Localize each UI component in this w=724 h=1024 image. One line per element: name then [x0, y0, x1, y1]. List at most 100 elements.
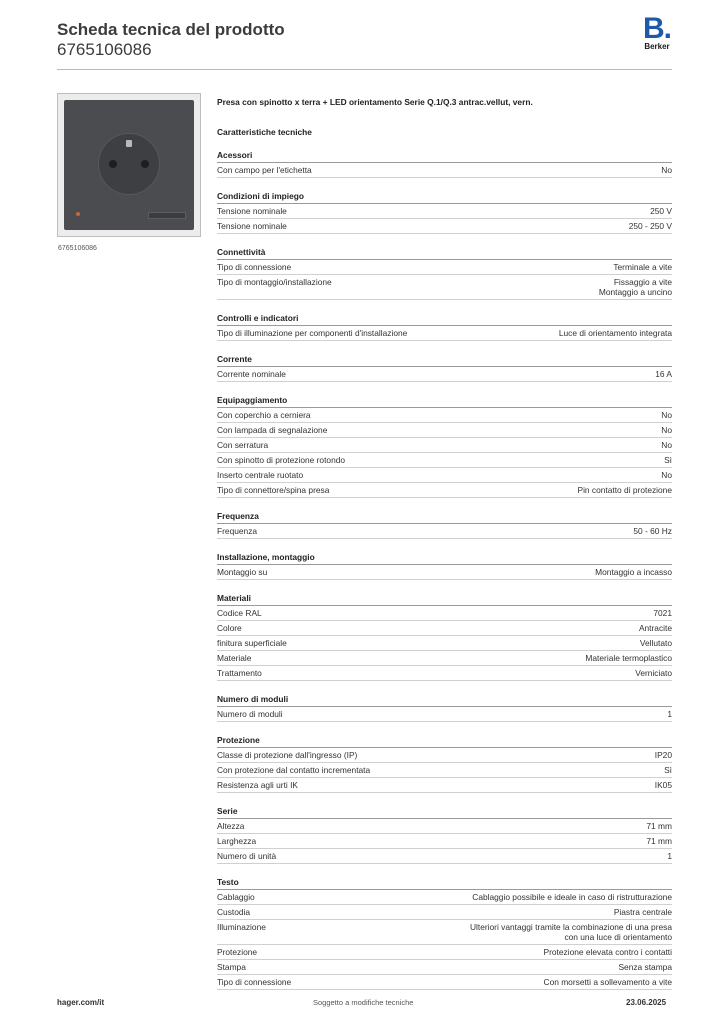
spec-row: Stampa Senza stampa: [217, 960, 672, 975]
spec-value: 250 V: [297, 206, 672, 216]
spec-value: Antracite: [252, 623, 672, 633]
spec-value-line: IP20: [654, 750, 672, 760]
spec-value: IK05: [308, 780, 672, 790]
spec-row: Classe di protezione dall'ingresso (IP) I…: [217, 748, 672, 763]
spec-value: Protezione elevata contro i contatti: [267, 947, 673, 957]
spec-value-line: Piastra centrale: [613, 907, 672, 917]
spec-value-line: 1: [667, 851, 672, 861]
spec-value: 250 - 250 V: [297, 221, 672, 231]
spec-label: Con campo per l'etichetta: [217, 165, 312, 175]
spec-value-line: Terminale a vite: [613, 262, 672, 272]
spec-value: No: [322, 165, 672, 175]
spec-row: Frequenza 50 - 60 Hz: [217, 524, 672, 539]
spec-value: Sì: [380, 765, 672, 775]
berker-logo: B. Berker: [640, 14, 674, 52]
spec-label: finitura superficiale: [217, 638, 287, 648]
spec-value: Luce di orientamento integrata: [417, 328, 672, 338]
spec-heading: Caratteristiche tecniche: [217, 127, 312, 137]
spec-row: Tipo di montaggio/installazione Fissaggio…: [217, 275, 672, 300]
section-title: Equipaggiamento: [217, 395, 672, 408]
section-title: Corrente: [217, 354, 672, 367]
spec-row: Numero di unità 1: [217, 849, 672, 864]
spec-label: Classe di protezione dall'ingresso (IP): [217, 750, 358, 760]
spec-value-line: 71 mm: [646, 836, 672, 846]
spec-label: Numero di unità: [217, 851, 277, 861]
spec-value-line: 250 - 250 V: [628, 221, 672, 231]
header-divider: [57, 69, 672, 70]
spec-value-line: 7021: [653, 608, 672, 618]
spec-value-line: Fissaggio a vite: [613, 277, 672, 287]
spec-row: Con campo per l'etichetta No: [217, 163, 672, 178]
spec-label: Con lampada di segnalazione: [217, 425, 328, 435]
spec-value-line: Materiale termoplastico: [585, 653, 672, 663]
spec-value: Senza stampa: [256, 962, 672, 972]
spec-label: Custodia: [217, 907, 251, 917]
spec-label: Con spinotto di protezione rotondo: [217, 455, 346, 465]
section-title: Frequenza: [217, 511, 672, 524]
spec-row: finitura superficiale Vellutato: [217, 636, 672, 651]
spec-value: No: [321, 410, 672, 420]
spec-row: Custodia Piastra centrale: [217, 905, 672, 920]
spec-label: Tipo di illuminazione per componenti d'i…: [217, 328, 408, 338]
section-title: Connettività: [217, 247, 672, 260]
product-title: Presa con spinotto x terra + LED orienta…: [217, 97, 533, 107]
spec-label: Tensione nominale: [217, 206, 287, 216]
article-number: 6765106086: [57, 40, 152, 59]
spec-value-line: Vellutato: [639, 638, 672, 648]
spec-value-line: 250 V: [650, 206, 672, 216]
socket-cover-plate: [64, 100, 194, 230]
socket-hole-left: [109, 160, 117, 168]
spec-label: Tipo di montaggio/installazione: [217, 277, 332, 287]
spec-value-line: Senza stampa: [618, 962, 672, 972]
section-title: Materiali: [217, 593, 672, 606]
spec-label: Con protezione dal contatto incrementata: [217, 765, 371, 775]
spec-row: Illuminazione Ulteriori vantaggi tramite …: [217, 920, 672, 945]
spec-value-line: Sì: [664, 765, 672, 775]
spec-label: Tipo di connessione: [217, 977, 292, 987]
spec-value: 16 A: [296, 369, 672, 379]
spec-value-line: Luce di orientamento integrata: [558, 328, 672, 338]
spec-value-line: Ulteriori vantaggi tramite la combinazio…: [469, 922, 672, 932]
spec-value: Vellutato: [297, 638, 672, 648]
product-image-caption: 6765106086: [58, 245, 97, 252]
spec-label: Illuminazione: [217, 922, 266, 932]
page-title: Scheda tecnica del prodotto: [57, 20, 285, 39]
spec-label: Resistenza agli urti IK: [217, 780, 298, 790]
spec-row: Con protezione dal contatto incrementata…: [217, 763, 672, 778]
spec-value-line: No: [661, 470, 672, 480]
spec-label: Con coperchio a cerniera: [217, 410, 311, 420]
spec-value: Ulteriori vantaggi tramite la combinazio…: [276, 922, 672, 942]
spec-value: 71 mm: [266, 836, 672, 846]
spec-label: Stampa: [217, 962, 246, 972]
spec-label: Frequenza: [217, 526, 258, 536]
spec-label: Tensione nominale: [217, 221, 287, 231]
spec-row: Tensione nominale 250 V: [217, 204, 672, 219]
section-title: Serie: [217, 806, 672, 819]
spec-value: Sì: [355, 455, 672, 465]
spec-value: 50 - 60 Hz: [267, 526, 672, 536]
section-title: Installazione, montaggio: [217, 552, 672, 565]
spec-label: Altezza: [217, 821, 245, 831]
spec-value-line: Con morsetti a sollevamento a vite: [543, 977, 672, 987]
spec-row: Tipo di connessione Con morsetti a sollev…: [217, 975, 672, 990]
spec-value-line: Pin contatto di protezione: [577, 485, 672, 495]
spec-label: Materiale: [217, 653, 252, 663]
